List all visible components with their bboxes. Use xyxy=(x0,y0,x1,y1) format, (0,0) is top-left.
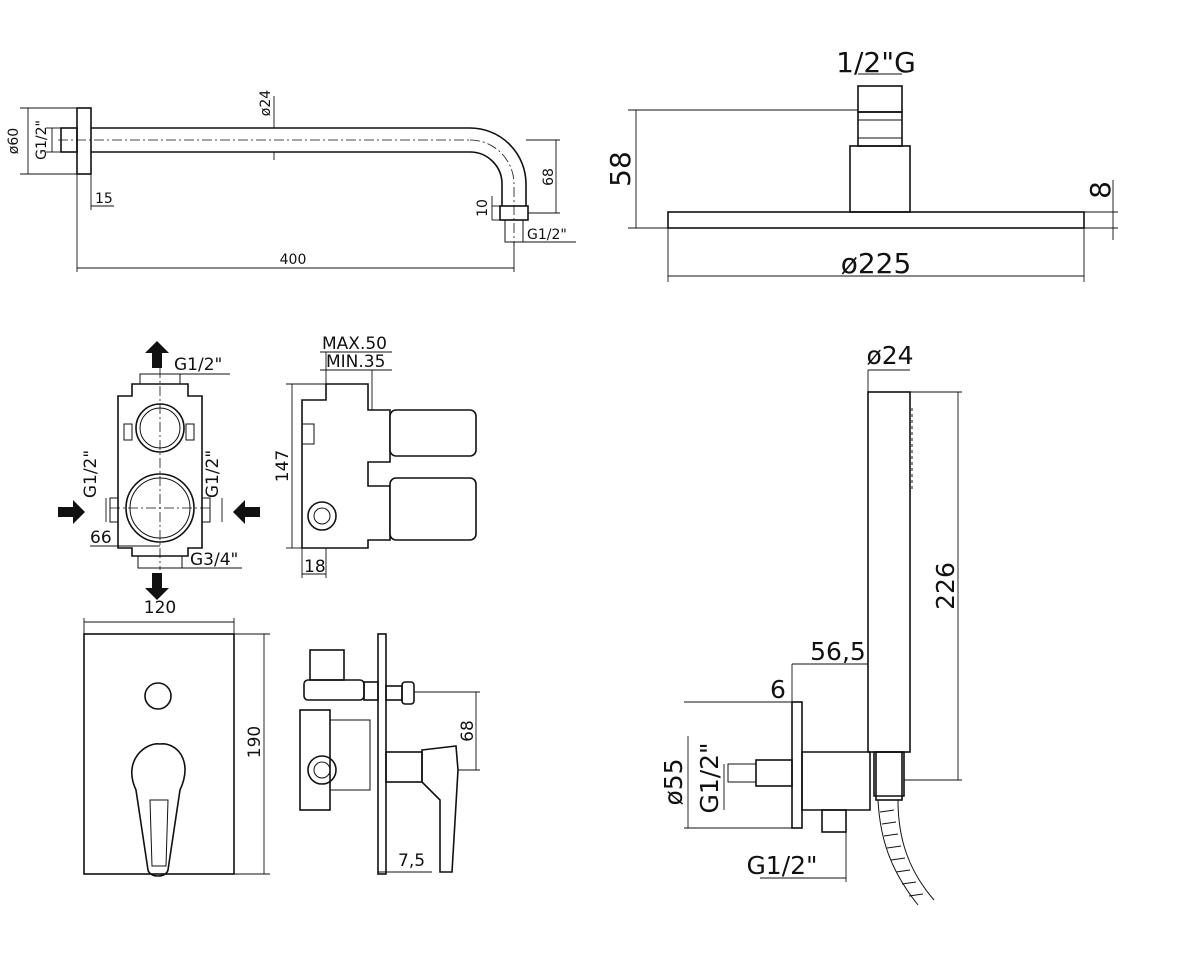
valve-body xyxy=(117,383,203,557)
label-hs-dia: ø24 xyxy=(866,341,913,370)
head-body xyxy=(849,145,911,213)
handshower-inlet xyxy=(755,759,793,787)
label-hs-flange-dia: ø55 xyxy=(659,758,688,805)
valve-cutaway xyxy=(299,709,331,811)
label-max-depth: MAX.50 xyxy=(322,334,387,354)
lever-handle xyxy=(130,743,186,877)
label-valve-right-thread: G1/2" xyxy=(203,450,223,498)
hose xyxy=(877,799,935,906)
diverter-knob xyxy=(144,682,172,710)
label-flange-offset: 15 xyxy=(95,191,113,207)
label-hs-length: 226 xyxy=(931,562,960,610)
handshower-flange xyxy=(791,701,803,829)
arm-tube-bottom xyxy=(91,151,503,206)
label-head-diameter: ø225 xyxy=(841,247,912,280)
label-hs-inlet-thread: G1/2" xyxy=(695,742,724,813)
shower-head-view: 1/2"G 58 8 ø225 xyxy=(604,46,1118,282)
arrow-right-icon xyxy=(58,500,85,524)
arrow-down-icon xyxy=(145,573,169,600)
arrow-up-icon xyxy=(145,341,169,368)
faceplate xyxy=(83,633,235,875)
label-valve-top-thread: G1/2" xyxy=(174,355,222,375)
label-hs-wall: 6 xyxy=(770,675,786,704)
valve-side-outlet xyxy=(389,477,477,541)
label-plate-width: 120 xyxy=(144,598,176,618)
faceplate-side xyxy=(377,633,387,875)
label-arm-drop: 68 xyxy=(541,168,557,186)
shower-arm-view: ø60 G1/2" ø24 15 400 68 10 G1/2" xyxy=(6,90,576,272)
label-valve-left-thread: G1/2" xyxy=(81,450,101,498)
label-valve-bottom-thread: G3/4" xyxy=(190,550,238,570)
label-nozzle: 10 xyxy=(475,199,491,217)
label-hs-reach: 56,5 xyxy=(810,637,866,666)
handshower-holder xyxy=(875,751,903,801)
arm-wall-flange xyxy=(76,107,92,175)
label-plate-spacing: 68 xyxy=(458,720,478,742)
label-arm-thread-left: G1/2" xyxy=(34,120,50,160)
label-head-height: 58 xyxy=(604,151,637,187)
label-valve-height: 147 xyxy=(273,450,293,482)
label-head-thickness: 8 xyxy=(1084,181,1117,199)
handshower-view: ø24 226 56,5 6 ø55 G1/2" G1/2" xyxy=(659,341,962,906)
label-flange-dia: ø60 xyxy=(6,128,22,154)
diverter-stem xyxy=(401,681,415,705)
head-plate xyxy=(667,211,1085,229)
label-plate-thickness: 7,5 xyxy=(398,851,425,871)
head-thread xyxy=(857,85,903,113)
label-arm-length: 400 xyxy=(280,252,307,268)
label-head-thread: 1/2"G xyxy=(836,46,916,79)
arrow-left-icon xyxy=(233,500,260,524)
label-valve-offset: 66 xyxy=(90,528,112,548)
arm-tube-top xyxy=(91,127,527,206)
label-hs-outlet-thread: G1/2" xyxy=(746,851,817,880)
handshower-outlet xyxy=(821,809,847,833)
label-valve-base: 18 xyxy=(304,557,326,577)
valve-side-view: MAX.50 MIN.35 147 18 xyxy=(273,334,477,578)
valve-side-cartridge xyxy=(389,409,477,457)
lever-side xyxy=(421,745,459,873)
handshower-bracket xyxy=(801,751,871,811)
arm-centerline-bend xyxy=(469,139,515,246)
label-arm-thread-right: G1/2" xyxy=(527,227,567,243)
faceplate-side-view: 68 7,5 xyxy=(299,633,480,875)
faceplate-front-view: 120 190 xyxy=(83,598,270,877)
valve-side-body xyxy=(301,383,391,549)
valve-front-view: G1/2" G1/2" G1/2" 66 G3/4" xyxy=(58,341,260,600)
label-tube-dia: ø24 xyxy=(258,90,274,116)
valve-lower-port xyxy=(125,473,195,543)
handshower-handle xyxy=(867,391,911,753)
head-nut xyxy=(857,111,903,147)
label-min-depth: MIN.35 xyxy=(326,352,385,372)
label-plate-height: 190 xyxy=(245,726,265,758)
